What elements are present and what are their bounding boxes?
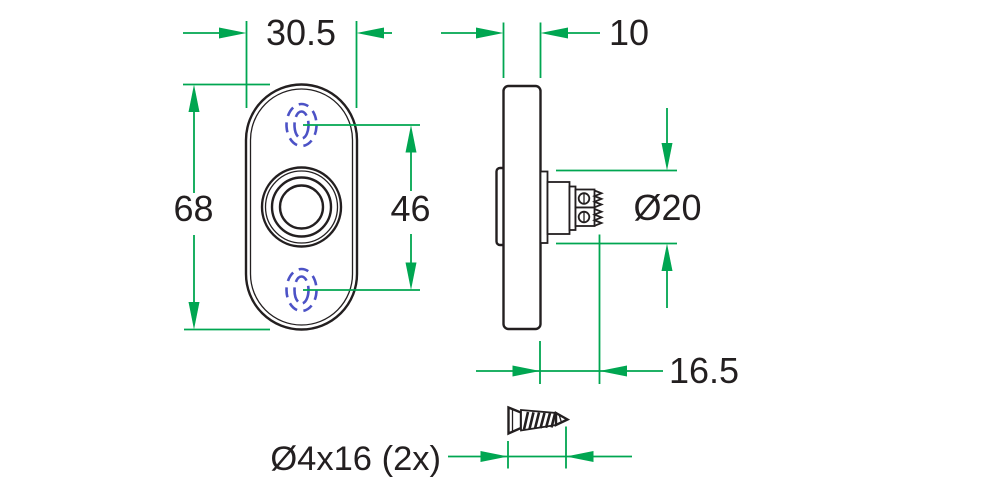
plate-profile: [502, 84, 542, 331]
label-screw-spec: Ø4x16 (2x): [270, 440, 441, 478]
dimension-screw-length: [448, 426, 632, 469]
plate-outline-outer: [244, 83, 359, 331]
rear-step: [568, 185, 577, 231]
screw-tip: [554, 410, 571, 427]
arrowhead: [566, 451, 594, 462]
rear-cylinder: [546, 181, 571, 235]
terminal-serration-top: [592, 189, 604, 209]
side-view: [495, 84, 604, 331]
label-hole-spacing: 46: [390, 188, 430, 229]
arrowhead: [540, 27, 568, 39]
arrowhead: [405, 125, 417, 153]
screw-threads: [522, 411, 557, 430]
label-plate-height: 68: [173, 188, 213, 229]
button-ring-outer2: [264, 170, 339, 244]
dimension-width-30-5: [183, 21, 392, 108]
arrowhead: [356, 27, 384, 39]
arrowhead: [219, 27, 247, 39]
arrowhead: [599, 365, 627, 377]
arrowhead: [480, 451, 508, 462]
label-plate-width: 30.5: [266, 12, 336, 53]
plate-outline-inner: [249, 88, 354, 326]
dimension-depth-16-5: [476, 234, 663, 384]
dimension-thickness-10: [441, 22, 600, 78]
button-ring-mid: [270, 176, 333, 238]
terminal-screw-top: [577, 192, 591, 205]
front-view: [244, 83, 359, 331]
arrowhead: [476, 27, 504, 39]
button-ring-outer: [260, 166, 343, 248]
dimension-height-68: [183, 83, 270, 331]
terminal-serration-bottom: [592, 208, 604, 227]
screw-head: [507, 405, 523, 436]
label-mounting-depth: 16.5: [669, 350, 739, 391]
dimension-hole-spacing-46: [303, 124, 420, 291]
arrowhead: [188, 302, 200, 330]
rear-flange: [539, 170, 549, 244]
screw-tip-thread: [558, 414, 563, 423]
button-ring-inner: [278, 184, 325, 230]
terminal-screw-bottom: [577, 210, 591, 224]
label-button-diameter: Ø20: [633, 187, 701, 228]
arrowhead: [661, 243, 673, 271]
arrowhead: [512, 365, 540, 377]
arrowhead: [405, 262, 417, 290]
dimension-labels: 30.5 10 68 46 Ø20 16.5 Ø4x16 (2x): [173, 12, 739, 478]
mounting-screw-drawing: [507, 405, 571, 436]
arrowhead: [661, 143, 673, 171]
label-plate-thickness: 10: [609, 12, 649, 53]
dimension-button-diameter-20: [556, 108, 677, 308]
arrowhead: [188, 84, 200, 112]
